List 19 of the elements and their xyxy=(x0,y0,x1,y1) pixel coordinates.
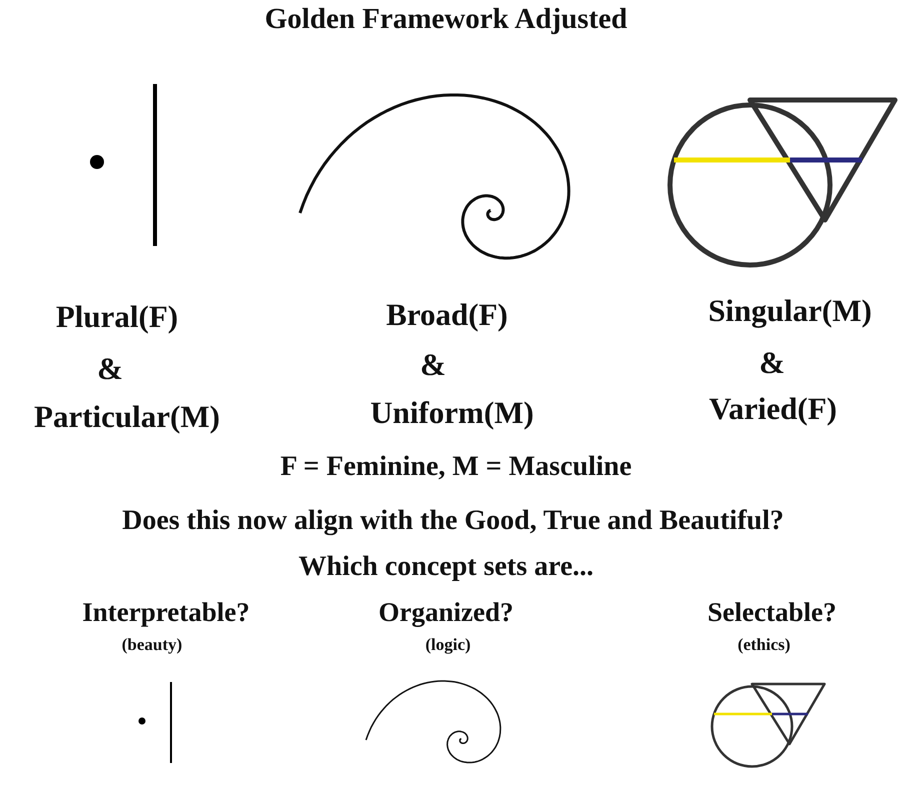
concept-label: Plural(F) xyxy=(56,300,178,334)
column-subheading: (logic) xyxy=(425,636,471,655)
ampersand: & xyxy=(759,346,785,380)
question-text: Which concept sets are... xyxy=(298,552,594,583)
column-subheading: (ethics) xyxy=(738,636,790,655)
concept-label: Varied(F) xyxy=(709,392,837,426)
concept-label: Particular(M) xyxy=(34,400,220,434)
column-heading: Interpretable? xyxy=(82,598,250,628)
concept-label: Singular(M) xyxy=(708,294,872,328)
column-heading: Organized? xyxy=(378,598,514,628)
column-heading: Selectable? xyxy=(708,598,836,628)
ampersand: & xyxy=(420,348,446,382)
title: Golden Framework Adjusted xyxy=(264,4,628,36)
column-subheading: (beauty) xyxy=(122,636,182,655)
legend-note: F = Feminine, M = Masculine xyxy=(280,452,632,483)
concept-label: Broad(F) xyxy=(386,298,508,332)
question-text: Does this now align with the Good, True and Beautiful? xyxy=(122,506,784,537)
concept-label: Uniform(M) xyxy=(370,396,534,430)
ampersand: & xyxy=(97,352,123,386)
